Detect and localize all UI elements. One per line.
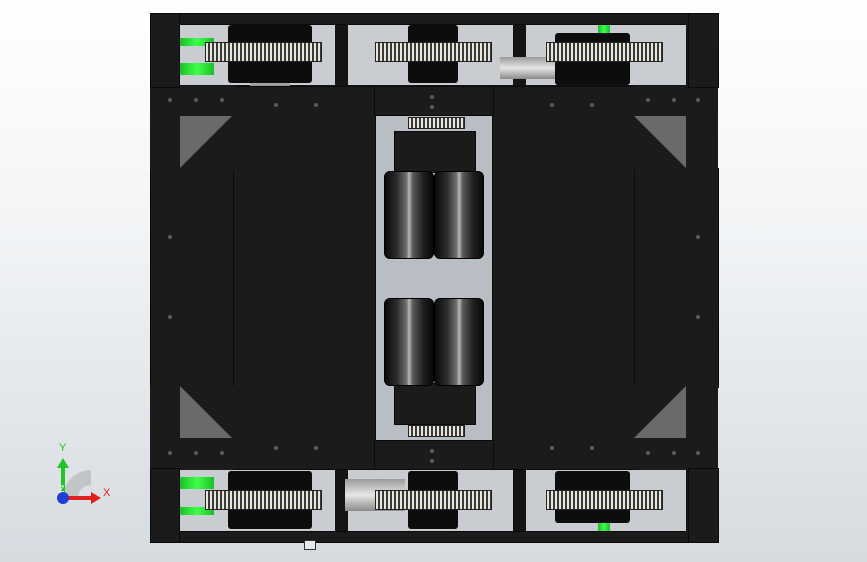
mount-hole: [274, 446, 278, 450]
mount-hole: [168, 98, 172, 102]
corner-cutout-top-left: [180, 116, 232, 168]
mount-hole: [194, 98, 198, 102]
bottom-left-gear[interactable]: [205, 490, 322, 510]
mount-hole: [646, 451, 650, 455]
bottom-end-rail[interactable]: [150, 531, 719, 543]
mount-hole: [430, 95, 434, 99]
left-deck-plate[interactable]: [232, 86, 376, 470]
mount-hole: [672, 98, 676, 102]
top-end-rail[interactable]: [150, 13, 719, 25]
mount-hole: [168, 451, 172, 455]
mount-hole: [672, 451, 676, 455]
x-axis-label: X: [103, 487, 111, 499]
top-left-green-shaft-2: [180, 63, 214, 75]
y-axis-label: Y: [59, 442, 67, 454]
left-end-post-bottom[interactable]: [150, 468, 180, 543]
mount-hole: [590, 446, 594, 450]
y-axis-arrow: [57, 458, 69, 468]
bottom-left-green-shaft: [180, 477, 214, 489]
bottom-left-green-shaft-2: [180, 507, 214, 515]
coordinate-triad[interactable]: Y X Z: [48, 440, 118, 510]
mount-hole: [430, 449, 434, 453]
right-side-rail[interactable]: [634, 168, 719, 388]
mount-hole: [550, 103, 554, 107]
center-top-mount[interactable]: [394, 131, 476, 173]
mount-hole: [430, 105, 434, 109]
mount-hole: [274, 103, 278, 107]
mount-hole: [194, 451, 198, 455]
mount-hole: [168, 315, 172, 319]
center-top-sprocket[interactable]: [408, 117, 465, 129]
mount-hole: [550, 446, 554, 450]
triad-graphic: [57, 458, 101, 504]
mount-hole: [168, 235, 172, 239]
top-right-gear[interactable]: [546, 42, 663, 62]
chassis-model[interactable]: [150, 13, 719, 543]
corner-cutout-top-right: [634, 116, 686, 168]
x-axis-arrow: [91, 492, 101, 504]
mount-hole: [314, 103, 318, 107]
bottom-center-gear[interactable]: [375, 490, 492, 510]
bottom-tab: [304, 540, 316, 550]
mount-hole: [696, 451, 700, 455]
mount-hole: [696, 235, 700, 239]
center-top-bracket[interactable]: [374, 86, 494, 116]
top-left-green-shaft: [180, 38, 214, 46]
mount-hole: [220, 451, 224, 455]
mount-hole: [696, 98, 700, 102]
top-right-grey-shaft: [500, 57, 555, 79]
left-side-rail[interactable]: [150, 168, 234, 388]
left-end-post-top[interactable]: [150, 13, 180, 88]
center-bottom-bracket[interactable]: [374, 440, 494, 470]
mount-hole: [220, 98, 224, 102]
top-left-gear[interactable]: [205, 42, 322, 62]
right-end-post-top[interactable]: [688, 13, 719, 88]
mount-hole: [314, 446, 318, 450]
corner-cutout-bottom-right: [634, 386, 686, 438]
z-axis-dot: [57, 492, 69, 504]
center-wheel-top-right[interactable]: [434, 171, 484, 259]
center-bottom-sprocket[interactable]: [408, 425, 465, 437]
top-center-gear[interactable]: [375, 42, 492, 62]
center-bottom-mount[interactable]: [394, 383, 476, 425]
center-wheel-top-left[interactable]: [384, 171, 434, 259]
corner-cutout-bottom-left: [180, 386, 232, 438]
center-wheel-bottom-left[interactable]: [384, 298, 434, 386]
mount-hole: [696, 315, 700, 319]
mount-hole: [646, 98, 650, 102]
right-end-post-bottom[interactable]: [688, 468, 719, 543]
center-wheel-bottom-right[interactable]: [434, 298, 484, 386]
mount-hole: [590, 103, 594, 107]
mount-hole: [430, 459, 434, 463]
bottom-right-gear[interactable]: [546, 490, 663, 510]
z-axis-label: Z: [59, 484, 65, 494]
right-deck-plate[interactable]: [492, 86, 636, 470]
triad-arc: [63, 470, 91, 498]
